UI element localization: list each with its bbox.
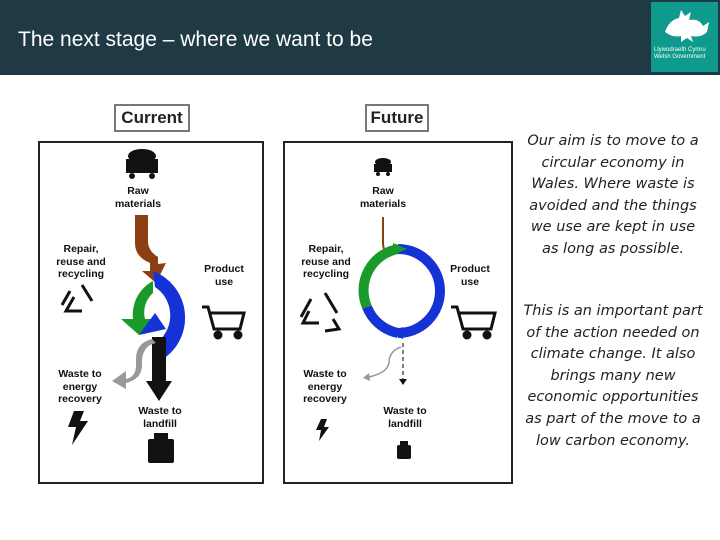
header-bar: The next stage – where we want to be Lly… <box>0 0 720 75</box>
logo-line-english: Welsh Government <box>654 54 706 60</box>
label-line: Raw <box>372 185 394 197</box>
product-use-arrow <box>153 271 186 357</box>
label-line: recovery <box>303 393 347 405</box>
logo-line-welsh: Llywodraeth Cymru <box>654 47 706 53</box>
current-raw-materials: Raw materials <box>108 185 168 210</box>
repair-cycle-arrow <box>358 244 400 309</box>
future-product-use: Product use <box>437 263 503 288</box>
lightning-icon <box>68 411 88 445</box>
label-line: Repair, <box>63 243 99 255</box>
shopping-cart-icon <box>202 305 246 340</box>
label-line: materials <box>114 197 162 210</box>
repair-cycle-arrow <box>121 281 157 335</box>
label-line: Waste to <box>383 405 427 417</box>
current-repair: Repair, reuse and recycling <box>48 243 114 281</box>
current-panel: Raw materials Repair, reuse and recyclin… <box>38 141 264 484</box>
future-waste-energy: Waste to energy recovery <box>295 368 355 406</box>
label-line: reuse and <box>56 255 106 268</box>
label-line: Raw <box>127 185 149 197</box>
product-use-arrow <box>397 244 445 338</box>
label-line: recovery <box>58 393 102 405</box>
shopping-cart-icon <box>451 305 497 340</box>
future-waste-landfill: Waste to landfill <box>373 405 437 430</box>
landfill-bin-icon <box>397 441 411 459</box>
label-line: landfill <box>143 417 177 430</box>
coal-cart-icon <box>126 149 158 179</box>
label-line: Repair, <box>308 243 344 255</box>
current-waste-energy: Waste to energy recovery <box>50 368 110 406</box>
future-panel: Raw materials Repair, reuse and recyclin… <box>283 141 513 484</box>
current-diagram <box>60 149 246 463</box>
label-line: Product <box>450 263 490 275</box>
label-line: Waste to <box>138 405 182 417</box>
current-label: Current <box>114 104 190 132</box>
current-waste-landfill: Waste to landfill <box>128 405 192 430</box>
label-line: Product <box>204 263 244 275</box>
label-line: use <box>460 275 480 288</box>
welsh-dragon-icon <box>665 10 709 42</box>
importance-paragraph: This is an important part of the action … <box>523 303 703 449</box>
future-raw-materials: Raw materials <box>353 185 413 210</box>
welsh-government-logo: Llywodraeth Cymru Welsh Government <box>651 2 718 72</box>
recycle-icon <box>60 284 94 313</box>
coal-cart-icon <box>374 158 392 176</box>
future-label: Future <box>365 104 429 132</box>
label-line: Waste to <box>303 368 347 380</box>
label-line: materials <box>359 197 407 210</box>
current-product-use: Product use <box>194 263 254 288</box>
landfill-bin-icon <box>148 433 174 463</box>
landfill-arrow-head <box>146 381 172 401</box>
recycle-icon <box>299 292 342 333</box>
label-line: landfill <box>388 417 422 430</box>
landfill-arrow-shaft <box>152 337 166 381</box>
label-line: reuse and <box>301 255 351 268</box>
energy-arrow <box>112 339 156 389</box>
aim-paragraph: Our aim is to move to a circular economy… <box>527 133 699 257</box>
label-line: energy <box>307 380 343 393</box>
logo-text: Llywodraeth Cymru Welsh Government <box>654 47 716 61</box>
label-line: recycling <box>302 268 350 280</box>
energy-arrow <box>368 346 402 378</box>
future-diagram <box>299 158 497 459</box>
raw-materials-arrow <box>135 215 166 283</box>
label-line: Waste to <box>58 368 102 380</box>
label-line: use <box>214 275 234 288</box>
lightning-icon <box>316 419 329 441</box>
label-line: recycling <box>57 268 105 280</box>
label-line: energy <box>62 380 98 393</box>
future-repair: Repair, reuse and recycling <box>293 243 359 281</box>
page-title: The next stage – where we want to be <box>18 28 373 51</box>
